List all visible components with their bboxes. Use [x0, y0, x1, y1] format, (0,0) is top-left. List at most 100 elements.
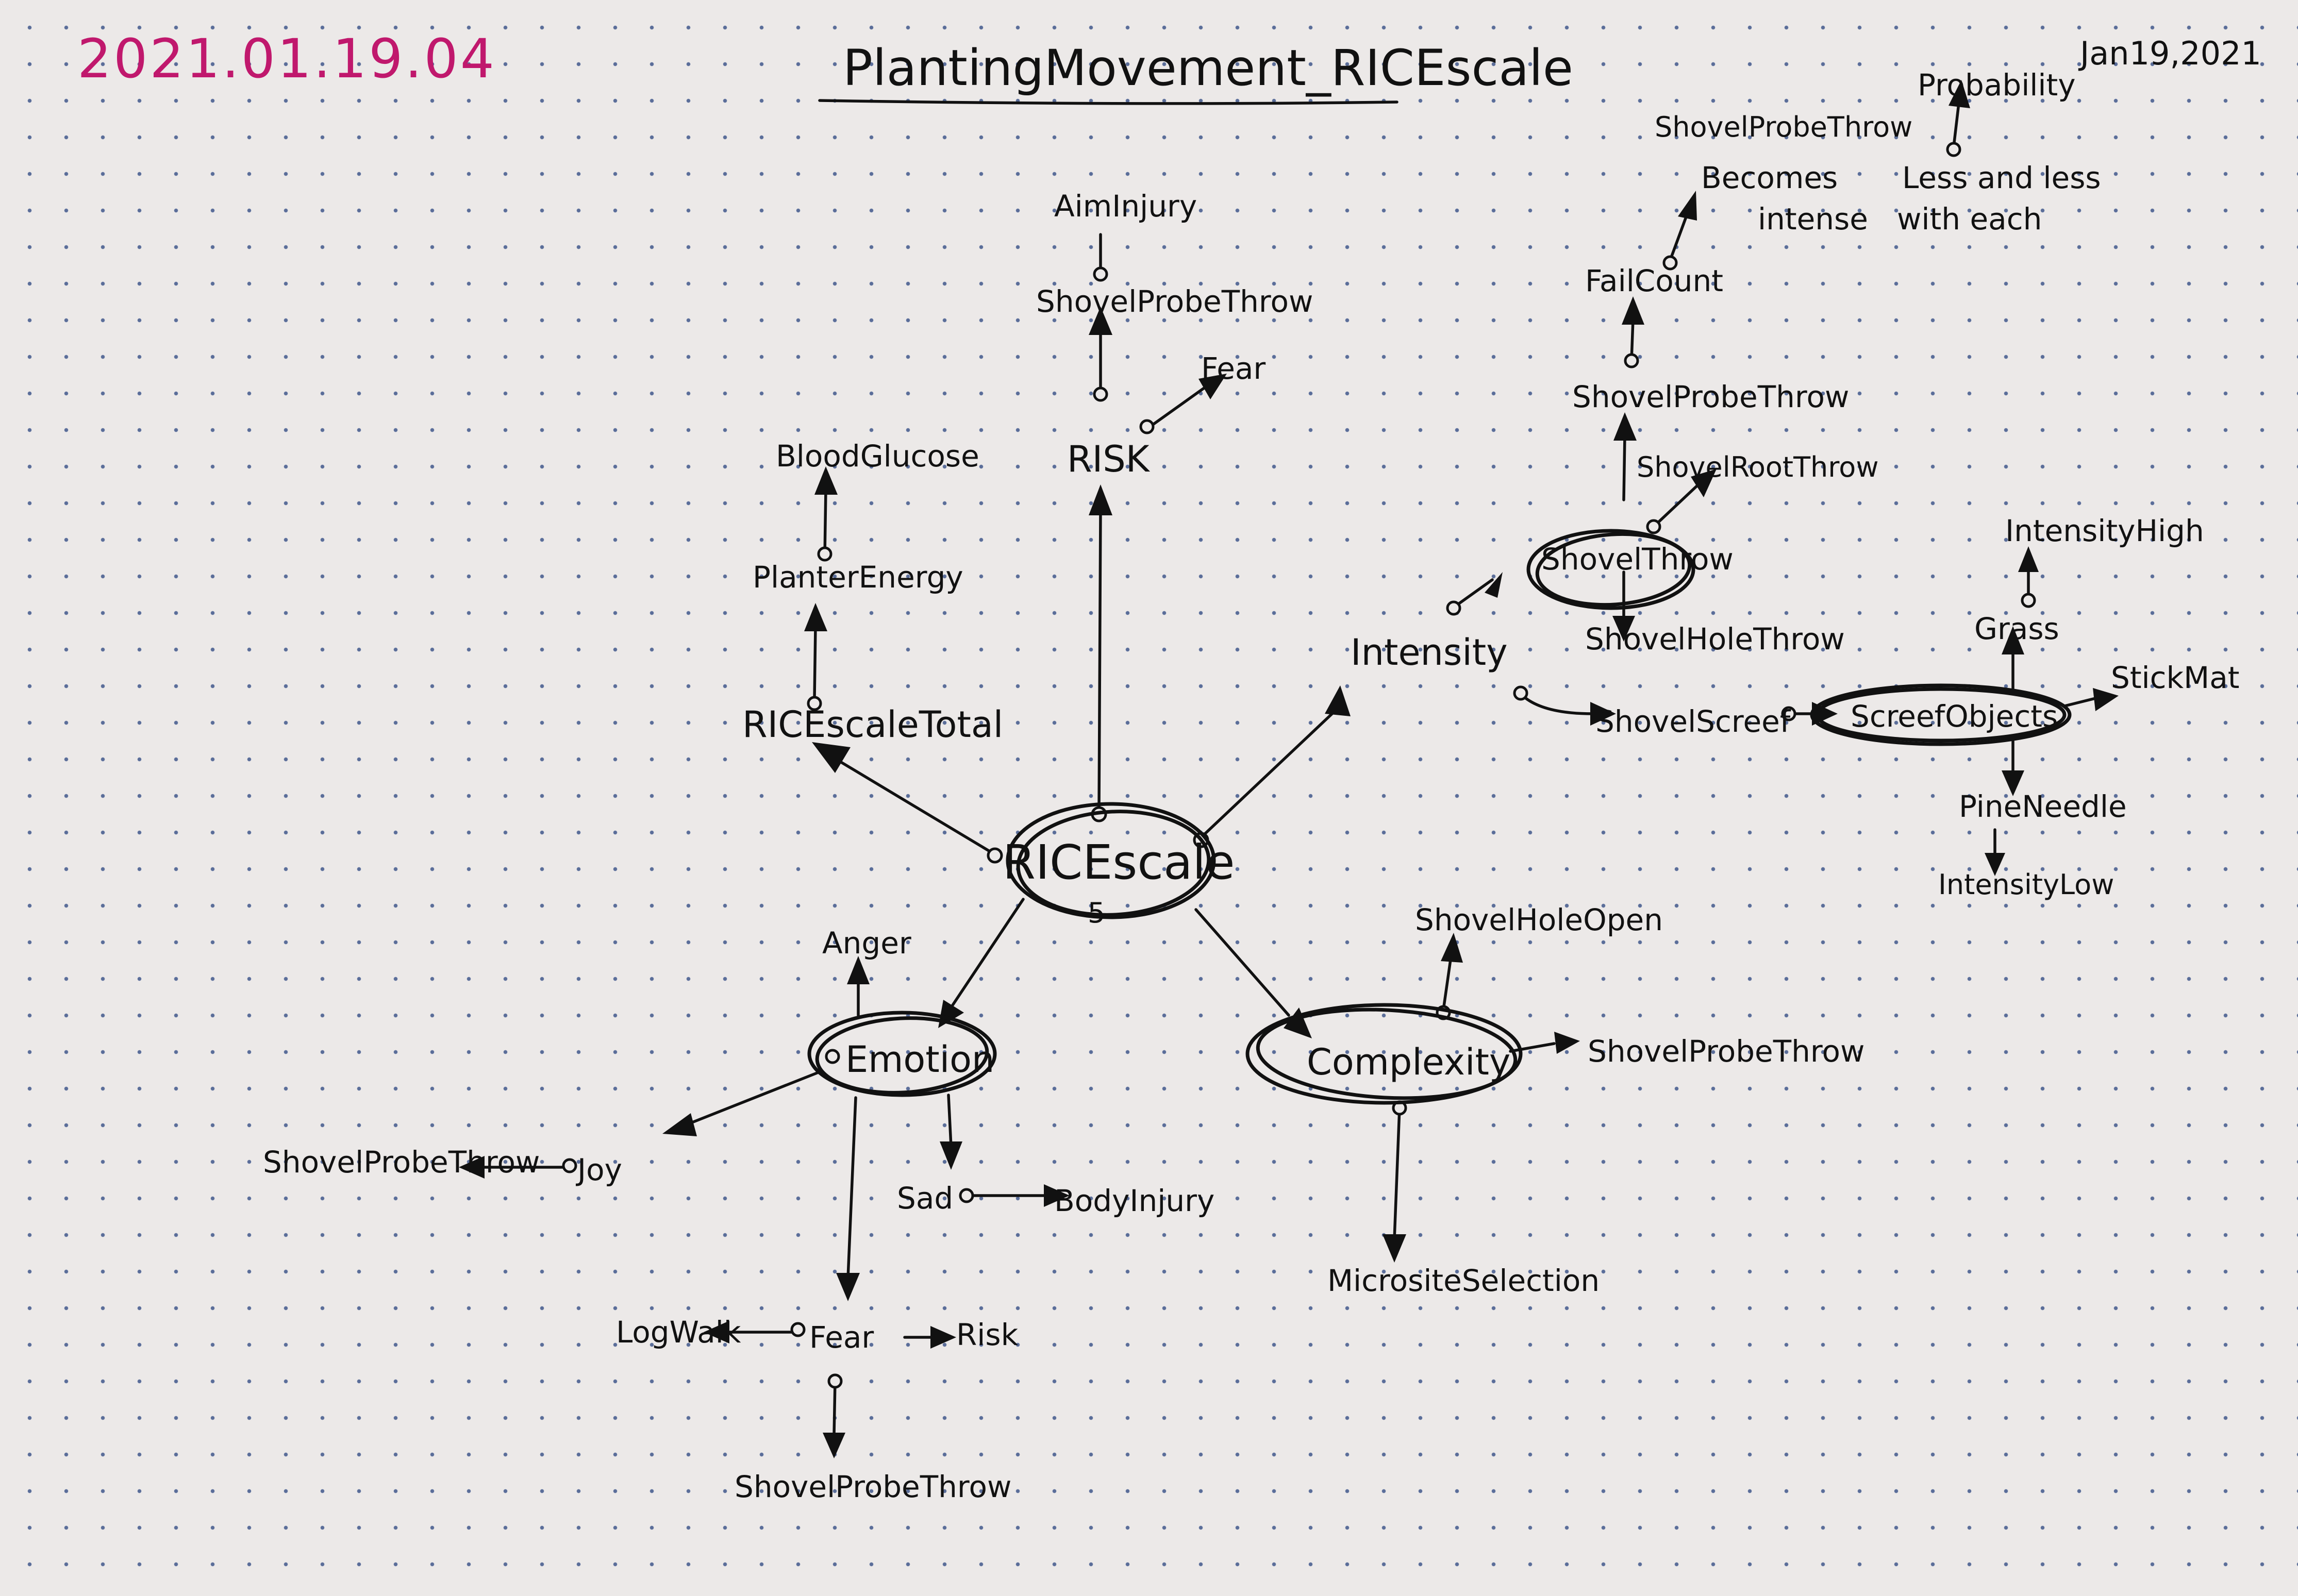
edge-total-energy [813, 625, 817, 700]
aim-injury-label: AimInjury [1054, 189, 1197, 224]
source-dot [959, 1188, 974, 1203]
planter-becomes-line1: ShovelProbeThrow [1655, 111, 1912, 143]
source-dot [827, 1373, 843, 1389]
edge-emotion-joy [681, 1070, 821, 1128]
complexity-ellipse [1245, 1003, 1523, 1105]
shovel-hole-throw-label: ShovelHoleThrow [1585, 621, 1845, 657]
source-dot [1781, 706, 1796, 721]
arrowhead [836, 1273, 860, 1301]
edge-throw-root [1653, 483, 1700, 527]
arrowhead [1678, 191, 1697, 221]
planter-becomes-line3: intense [1758, 201, 1868, 237]
shovel-hole-open-label: ShovelHoleOpen [1415, 902, 1663, 937]
edge-rice-total [836, 759, 994, 854]
hub-ellipses [807, 529, 2072, 1105]
edge-emotion-sad [947, 1094, 953, 1148]
complexity-ellipse-inner [1256, 1007, 1518, 1100]
node-labels: RICEscale 5 RICEscaleTotal PlanterEnergy… [263, 68, 2239, 1504]
edge-rice-complexity [1194, 908, 1290, 1017]
source-dot [562, 1158, 577, 1173]
source-dot [1446, 600, 1461, 616]
edge-objects-stick [2063, 697, 2097, 708]
source-dot [1624, 353, 1639, 368]
edge-fear-spt [832, 1380, 837, 1437]
fear-risk-label: Risk [956, 1317, 1019, 1352]
intensity-high-label: IntensityHigh [2005, 513, 2204, 548]
connectors [480, 102, 2097, 1437]
arrowhead [1485, 572, 1503, 598]
shovel-screef-label: ShovelScreef [1595, 704, 1791, 739]
complexity-shovel-probe-throw-label: ShovelProbeThrow [1588, 1034, 1864, 1069]
source-dot [817, 546, 832, 562]
source-dot [825, 1049, 840, 1064]
microsite-selection-label: MicrositeSelection [1327, 1263, 1600, 1298]
body-injury-label: BodyInjury [1054, 1183, 1214, 1218]
source-dot [2021, 593, 2036, 608]
blood-glucose-label: BloodGlucose [776, 439, 979, 474]
edge-throw-spt [1622, 434, 1626, 501]
arrowhead [1044, 1184, 1070, 1207]
arrowhead [1612, 616, 1635, 642]
arrowhead [1089, 307, 1112, 335]
source-dot [1513, 685, 1528, 701]
rice-scale-count: 5 [1088, 897, 1105, 929]
arrowhead [1198, 374, 1227, 399]
arrowheads [459, 80, 2119, 1458]
shovel-throw-label: ShovelThrow [1541, 542, 1734, 577]
edge-less-probability [1952, 102, 1960, 148]
probability-label: Probability [1918, 68, 2076, 103]
edge-risk-fear [1151, 385, 1208, 427]
edge-complexity-open [1442, 954, 1453, 1012]
arrowhead [662, 1113, 697, 1136]
arrowhead [1441, 933, 1463, 963]
source-dot [1646, 519, 1661, 534]
source-dot [1662, 255, 1678, 271]
arrowhead [812, 742, 851, 773]
planter-energy-label: PlanterEnergy [753, 560, 963, 595]
intensity-label: Intensity [1351, 631, 1508, 674]
screef-objects-ellipse-inner [1815, 687, 2067, 743]
diagram-title: PlantingMovement_RICEscale [843, 39, 1573, 97]
source-dot [1139, 419, 1155, 434]
rice-scale-total-label: RICEscaleTotal [742, 703, 1003, 746]
corner-date: Jan19,2021 [2078, 35, 2261, 72]
arrowhead [804, 603, 827, 631]
shovel-probe-throw-top-label: ShovelProbeThrow [1572, 379, 1849, 414]
fail-count-label: FailCount [1585, 263, 1723, 298]
arrowhead [1622, 296, 1644, 325]
edge-rice-risk [1097, 509, 1102, 811]
fear-label: Fear [809, 1320, 874, 1355]
edge-complexity-micro [1393, 1106, 1401, 1241]
edge-emotion-fear [846, 1096, 857, 1280]
arrowhead [1949, 80, 1970, 108]
edge-rice-intensity [1200, 704, 1342, 839]
arrowhead [1985, 853, 2005, 876]
pine-needle-label: PineNeedle [1959, 789, 2127, 824]
risk-label: RISK [1067, 438, 1151, 480]
edge-complexity-spt [1509, 1042, 1556, 1053]
sad-label: Sad [897, 1181, 953, 1216]
rice-scale-ellipse [1006, 802, 1216, 919]
risk-fear-label: Fear [1201, 351, 1265, 386]
fear-shovel-probe-throw-label: ShovelProbeThrow [735, 1469, 1011, 1504]
arrowhead [2093, 688, 2119, 711]
arrowhead [2002, 770, 2024, 796]
screef-objects-ellipse [1810, 683, 2072, 746]
arrowhead [1554, 1032, 1580, 1054]
source-dot [1946, 142, 1961, 157]
joy-shovel-probe-throw-label: ShovelProbeThrow [263, 1145, 540, 1180]
emotion-label: Emotion [845, 1038, 994, 1081]
arrowhead [1613, 412, 1637, 441]
arrowhead [704, 1321, 729, 1343]
edge-intensity-throw [1455, 578, 1494, 607]
source-dot [790, 1322, 806, 1337]
arrowhead [1325, 685, 1351, 716]
arrowhead [1691, 469, 1717, 497]
emotion-ellipse [807, 1011, 997, 1097]
shovel-root-throw-label: ShovelRootThrow [1637, 451, 1879, 483]
arrowhead [459, 1156, 485, 1179]
screef-objects-label: ScreefObjects [1851, 699, 2058, 734]
edge-rice-emotion [950, 898, 1025, 1009]
less-and-less-line1: Less and less [1902, 160, 2101, 195]
